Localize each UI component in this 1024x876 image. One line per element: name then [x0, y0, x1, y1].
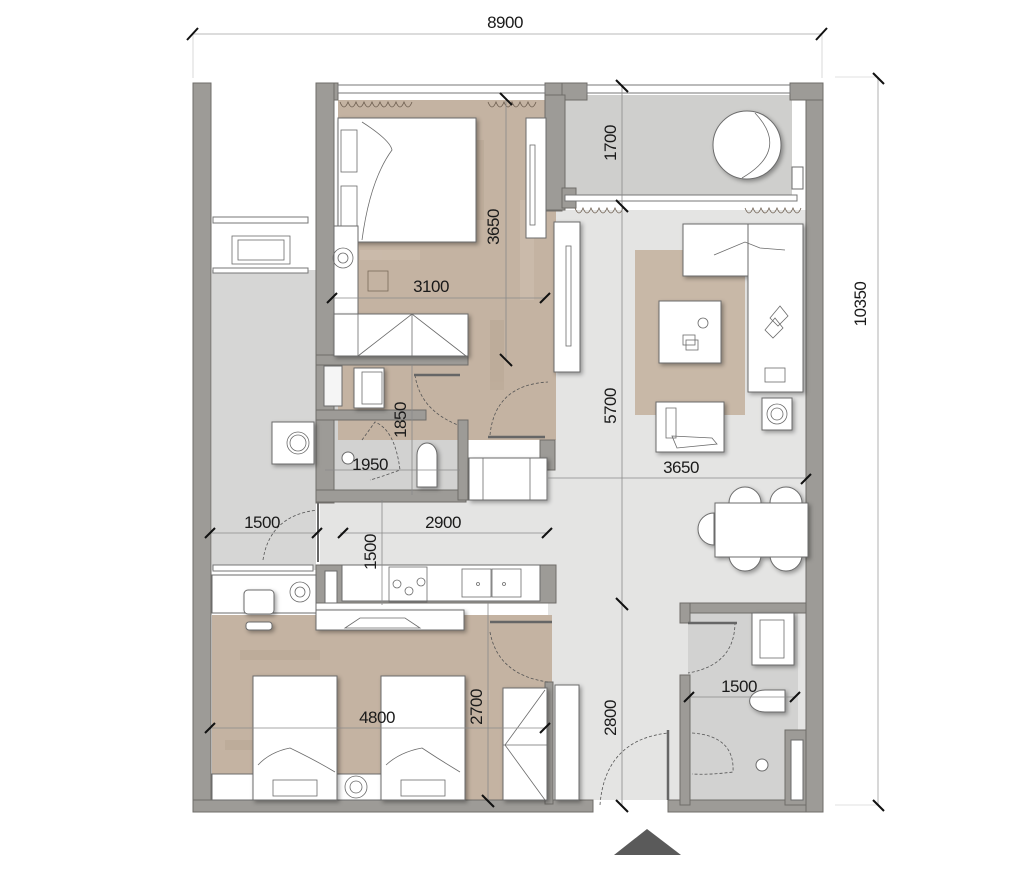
round-lounge-chair [712, 110, 782, 180]
single-bed-2 [380, 675, 466, 801]
bathroom1-width-label: 1950 [352, 455, 388, 474]
bedroom2-width-label: 4800 [359, 708, 395, 727]
overall-width-label: 8900 [487, 13, 523, 32]
balcony-depth-label: 1700 [601, 125, 620, 161]
living-room [553, 221, 809, 572]
windows [212, 84, 798, 572]
tv-console [525, 117, 547, 239]
armchair [655, 401, 725, 453]
overall-depth-dimension: 10350 [835, 72, 885, 812]
toilet-2 [749, 689, 786, 713]
master-bedroom-width-label: 3100 [413, 277, 449, 296]
living-width-label: 3650 [663, 458, 699, 477]
bathroom1-depth-label: 1850 [391, 402, 410, 438]
double-sink [461, 568, 522, 598]
wardrobe [333, 313, 469, 357]
living-depth-label: 5700 [601, 388, 620, 424]
master-bedroom-depth-label: 3650 [484, 209, 503, 245]
sofa [682, 223, 804, 393]
dining-set [697, 486, 809, 572]
service-yard [231, 235, 319, 562]
toilet [416, 442, 438, 488]
fridge [468, 457, 548, 501]
internal-dimensions [204, 79, 812, 813]
washbasin [353, 367, 385, 409]
nightstand-lamp [344, 775, 368, 799]
double-bed [337, 117, 477, 243]
service-yard-width-label: 1500 [244, 513, 280, 532]
bathroom2-width-label: 1500 [721, 677, 757, 696]
overall-depth-label: 10350 [851, 282, 870, 327]
second-bedroom [211, 574, 580, 801]
master-bedroom [332, 117, 547, 357]
coffee-table [658, 300, 722, 364]
tv-unit [553, 221, 581, 373]
kitchen [315, 564, 541, 631]
shower-drain [341, 451, 355, 465]
entrance-arrow-icon [614, 829, 681, 855]
curtains [339, 100, 802, 214]
cooktop [388, 566, 428, 603]
balcony [712, 110, 804, 190]
single-bed-1 [252, 675, 338, 801]
drying-rack [231, 235, 291, 265]
side-table [761, 397, 793, 431]
bathroom-1 [323, 365, 549, 501]
kitchen-island [315, 609, 465, 631]
desk-chair [243, 589, 275, 631]
dimension-labels: 3100 3650 1700 5700 3650 1950 1850 1500 … [244, 125, 757, 736]
bedroom2-wardrobe [502, 684, 580, 801]
kitchen-depth-label: 1500 [361, 534, 380, 570]
washbasin-2 [751, 612, 795, 666]
corridor-depth-label: 2800 [601, 700, 620, 736]
overall-width-dimension: 8900 [186, 13, 828, 78]
bedroom2-depth-label: 2700 [467, 689, 486, 725]
kitchen-width-label: 2900 [425, 513, 461, 532]
washing-machine [271, 421, 315, 465]
bathroom-2 [599, 612, 804, 806]
